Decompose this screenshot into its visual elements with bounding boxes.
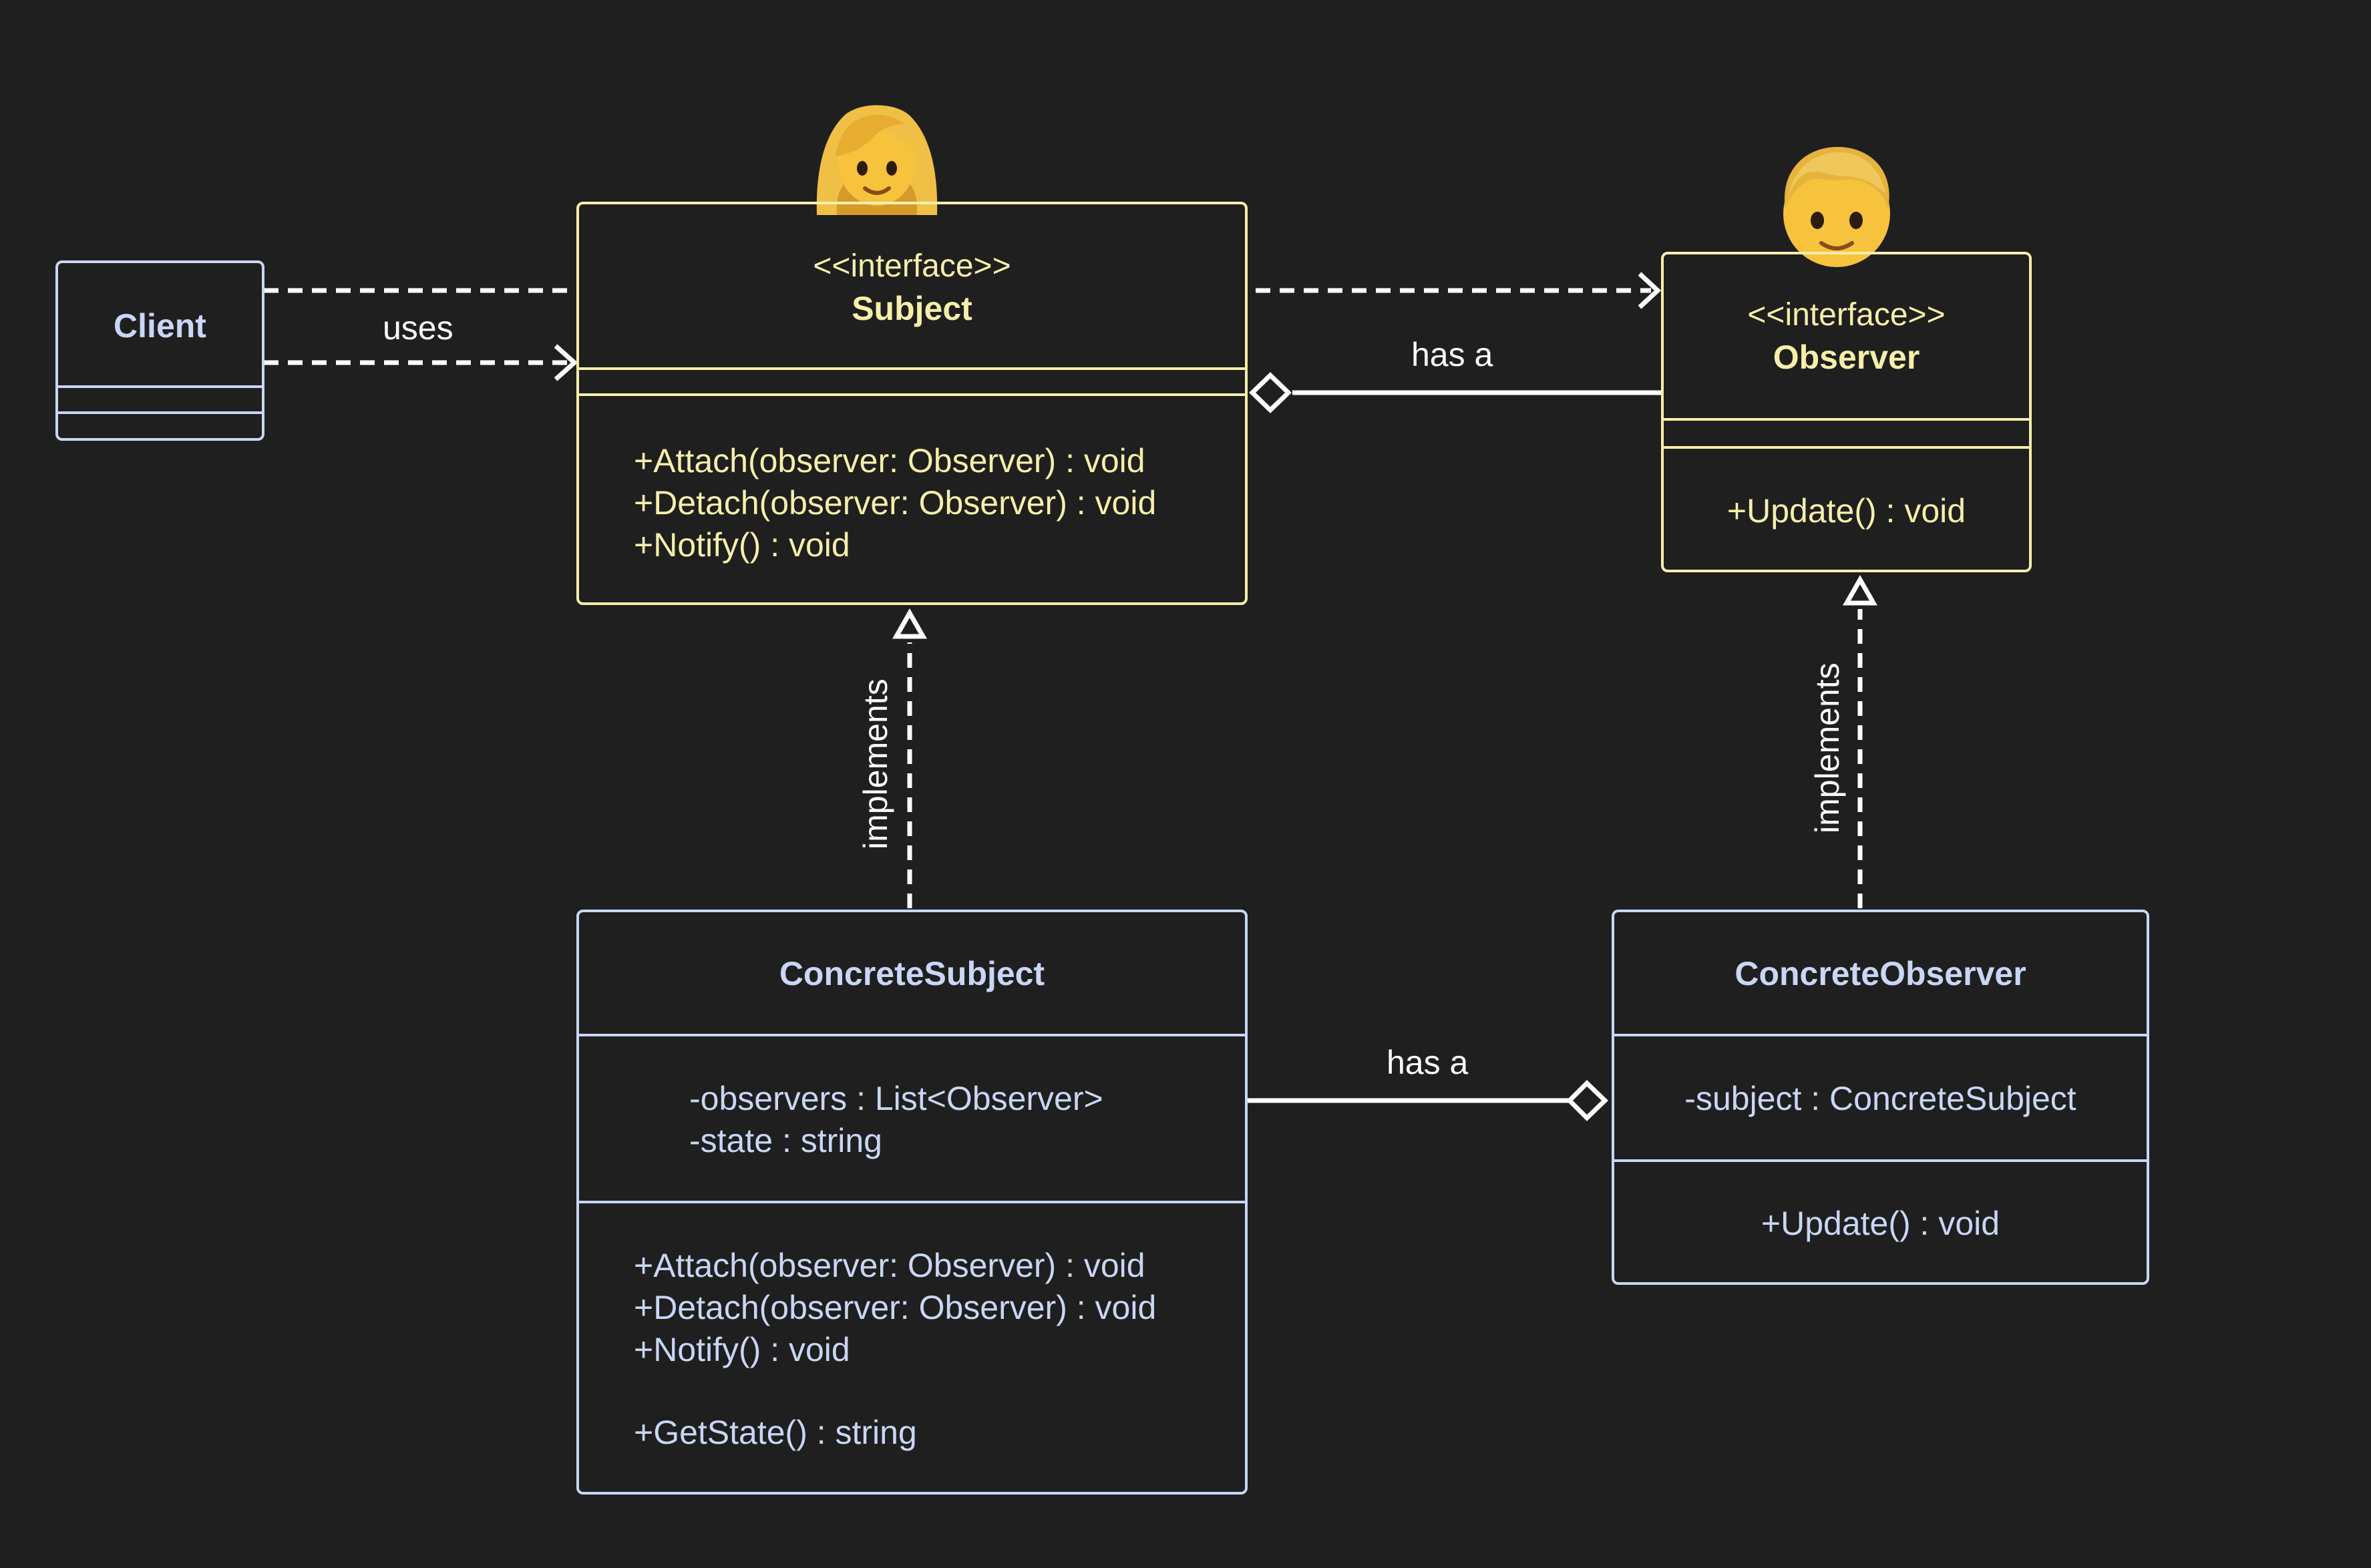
implements-left-label: implements xyxy=(857,678,894,849)
concrete-subject-method: +Attach(observer: Observer) : void xyxy=(634,1247,1145,1284)
client-class-name: Client xyxy=(114,307,206,345)
concrete-observer-method: +Update() : void xyxy=(1761,1205,2000,1242)
has-a-bottom-diamond xyxy=(1566,1080,1609,1121)
observer-stereotype: <<interface>> xyxy=(1747,297,1946,333)
subject-observer-arrowhead xyxy=(1638,272,1662,309)
concrete-subject-attribute: -observers : List<Observer> xyxy=(689,1080,1103,1117)
woman-emoji-icon xyxy=(816,105,938,215)
concrete-subject-class-box: ConcreteSubject -observers : List<Observ… xyxy=(576,910,1248,1495)
observer-divider-1 xyxy=(1664,418,2029,421)
has-a-bottom-label: has a xyxy=(1387,1044,1469,1081)
has-a-top-label: has a xyxy=(1411,336,1493,373)
client-divider-1 xyxy=(58,385,262,388)
concrete-subject-class-name: ConcreteSubject xyxy=(779,955,1045,992)
concrete-subject-method: +Detach(observer: Observer) : void xyxy=(634,1289,1157,1326)
observer-divider-2 xyxy=(1664,446,2029,449)
concrete-observer-attribute: -subject : ConcreteSubject xyxy=(1684,1080,2076,1117)
concrete-subject-method: +Notify() : void xyxy=(634,1331,850,1368)
subject-interface-name: Subject xyxy=(852,290,972,327)
subject-divider-2 xyxy=(579,393,1245,396)
subject-method: +Notify() : void xyxy=(634,526,850,564)
concrete-subject-attribute: -state : string xyxy=(689,1122,882,1159)
observer-interface-box: <<interface>> Observer +Update() : void xyxy=(1661,252,2032,572)
subject-method: +Attach(observer: Observer) : void xyxy=(634,442,1145,479)
implements-left-arrowhead xyxy=(892,608,928,639)
concrete-observer-divider-2 xyxy=(1614,1159,2147,1162)
boy-emoji-icon xyxy=(1783,147,1890,267)
uses-arrowhead xyxy=(554,344,578,381)
concrete-subject-divider-2 xyxy=(579,1201,1245,1203)
concrete-observer-divider-1 xyxy=(1614,1034,2147,1036)
subject-method: +Detach(observer: Observer) : void xyxy=(634,484,1157,522)
observer-method: +Update() : void xyxy=(1726,492,1966,530)
concrete-subject-method: +GetState() : string xyxy=(634,1414,917,1451)
has-a-top-diamond xyxy=(1248,372,1292,413)
subject-interface-box: <<interface>> Subject +Attach(observer: … xyxy=(576,202,1248,605)
implements-right-arrowhead xyxy=(1842,574,1878,606)
subject-divider-1 xyxy=(579,367,1245,370)
subject-stereotype: <<interface>> xyxy=(813,248,1011,284)
implements-right-label: implements xyxy=(1809,662,1846,833)
client-class-box: Client xyxy=(55,260,264,441)
observer-interface-name: Observer xyxy=(1773,339,1920,376)
concrete-observer-class-box: ConcreteObserver -subject : ConcreteSubj… xyxy=(1612,910,2149,1285)
client-divider-2 xyxy=(58,411,262,414)
concrete-subject-divider-1 xyxy=(579,1034,1245,1036)
uses-label: uses xyxy=(383,309,453,347)
concrete-observer-class-name: ConcreteObserver xyxy=(1735,955,2026,992)
